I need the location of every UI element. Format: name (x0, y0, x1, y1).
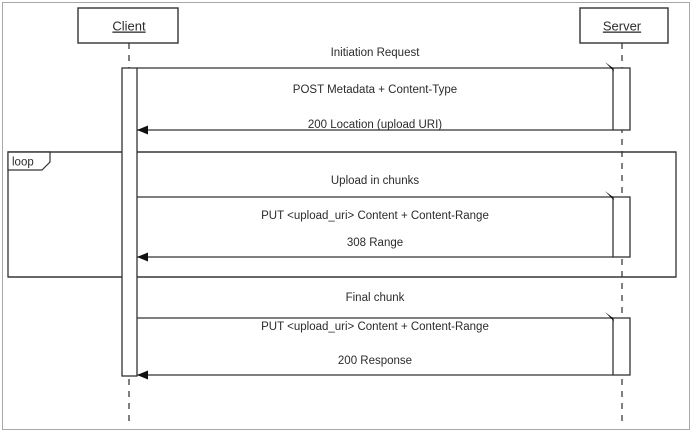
activation-bar-server-3 (612, 317, 631, 376)
activation-bar-server-1 (612, 67, 631, 131)
message-label: Initiation Request (331, 47, 421, 59)
message-8[interactable]: PUT <upload_uri> Content + Content-Range (261, 321, 489, 333)
message-9[interactable]: 200 Response (137, 355, 613, 380)
message-arrowhead (137, 125, 148, 135)
message-2[interactable]: POST Metadata + Content-Type (293, 84, 457, 96)
actor-label: Client (112, 19, 146, 34)
message-4[interactable]: Upload in chunks (137, 175, 614, 201)
activation-bar-server-2 (612, 196, 631, 258)
message-6[interactable]: 308 Range (137, 237, 613, 262)
fragment-operator-label: loop (12, 157, 34, 169)
message-5[interactable]: PUT <upload_uri> Content + Content-Range (261, 210, 489, 222)
actor-server[interactable]: Server (579, 7, 669, 44)
message-arrowhead (605, 312, 614, 322)
message-arrowhead (137, 252, 148, 262)
activations-layer (121, 67, 631, 377)
message-label: 200 Location (upload URI) (308, 119, 442, 131)
message-label: Final chunk (346, 292, 405, 304)
actors-layer: Client Server (77, 7, 669, 44)
message-label: 200 Response (338, 355, 412, 367)
message-3[interactable]: 200 Location (upload URI) (137, 119, 613, 135)
message-label: 308 Range (347, 237, 403, 249)
activation-bar-client-0 (121, 67, 138, 377)
lifelines-layer (128, 43, 623, 425)
message-1[interactable]: Initiation Request (137, 47, 614, 72)
message-arrowhead (605, 62, 614, 72)
actor-box (579, 7, 669, 44)
message-arrowhead (605, 191, 614, 201)
message-label: Upload in chunks (331, 175, 419, 187)
message-label: POST Metadata + Content-Type (293, 84, 457, 96)
message-label: PUT <upload_uri> Content + Content-Range (261, 321, 489, 333)
actor-client[interactable]: Client (77, 7, 179, 44)
message-7[interactable]: Final chunk (137, 292, 614, 322)
message-label: PUT <upload_uri> Content + Content-Range (261, 210, 489, 222)
actor-label: Server (603, 19, 642, 34)
actor-box (77, 7, 179, 44)
message-arrowhead (137, 370, 148, 380)
fragments-layer: loop (7, 151, 677, 278)
